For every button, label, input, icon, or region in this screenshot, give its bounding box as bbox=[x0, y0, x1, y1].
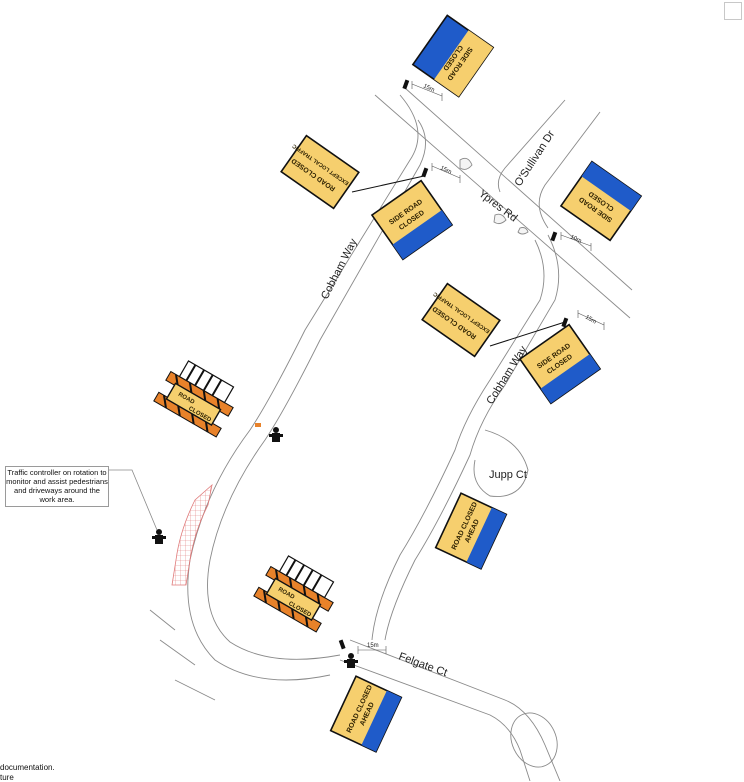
note-leader-line bbox=[107, 469, 158, 531]
dimension-label: 10m bbox=[569, 234, 582, 244]
view-toggle-button[interactable] bbox=[724, 2, 742, 20]
traffic-controller-icon bbox=[152, 529, 166, 544]
barrier-road-closed: ROAD CLOSED bbox=[253, 555, 335, 633]
traffic-controller-icons bbox=[152, 427, 358, 668]
footer-text-line1: documentation. bbox=[0, 763, 55, 772]
traffic-controller-icon bbox=[344, 653, 358, 668]
sign-road-closed-local-traffic: ROAD CLOSED EXCEPT LOCAL TRAFFIC bbox=[421, 282, 501, 358]
work-zone-area bbox=[171, 483, 213, 586]
dimension-label: 15m bbox=[584, 315, 597, 326]
street-label-felgate: Felgate Ct bbox=[397, 651, 449, 680]
street-label-cobham-upper: Cobham Way bbox=[319, 236, 360, 301]
leader-lines bbox=[351, 175, 566, 347]
sign-road-closed-ahead: ROAD CLOSED AHEAD bbox=[434, 492, 508, 570]
sign-road-closed-local-traffic: ROAD CLOSED EXCEPT LOCAL TRAFFIC bbox=[280, 134, 360, 210]
dimension-labels: 15m 15m 10m 15m 15m bbox=[367, 83, 597, 649]
footer-text-line2: ture bbox=[0, 773, 14, 782]
dimension-markers bbox=[357, 81, 605, 654]
sign-posts bbox=[255, 79, 569, 650]
street-label-jupp: Jupp Ct bbox=[489, 469, 527, 481]
dimension-label: 15m bbox=[422, 83, 435, 93]
dimension-label: 15m bbox=[439, 165, 452, 175]
sign-road-closed-ahead: ROAD CLOSED AHEAD bbox=[329, 675, 403, 753]
sign-side-road-closed: SIDE ROAD CLOSED bbox=[518, 323, 602, 405]
traffic-controller-icon bbox=[269, 427, 283, 442]
barrier-road-closed: ROAD CLOSED bbox=[153, 360, 235, 438]
sign-side-road-closed: SIDE ROAD CLOSED bbox=[411, 14, 495, 98]
dimension-label: 15m bbox=[367, 643, 379, 649]
sign-side-road-closed: SIDE ROAD CLOSED bbox=[559, 160, 643, 242]
road-network bbox=[149, 87, 633, 781]
sign-side-road-closed: SIDE ROAD CLOSED bbox=[370, 179, 454, 261]
traffic-controller-note: Traffic controller on rotation to monito… bbox=[5, 466, 109, 507]
street-label-osullivan: O'Sullivan Dr bbox=[512, 128, 557, 188]
